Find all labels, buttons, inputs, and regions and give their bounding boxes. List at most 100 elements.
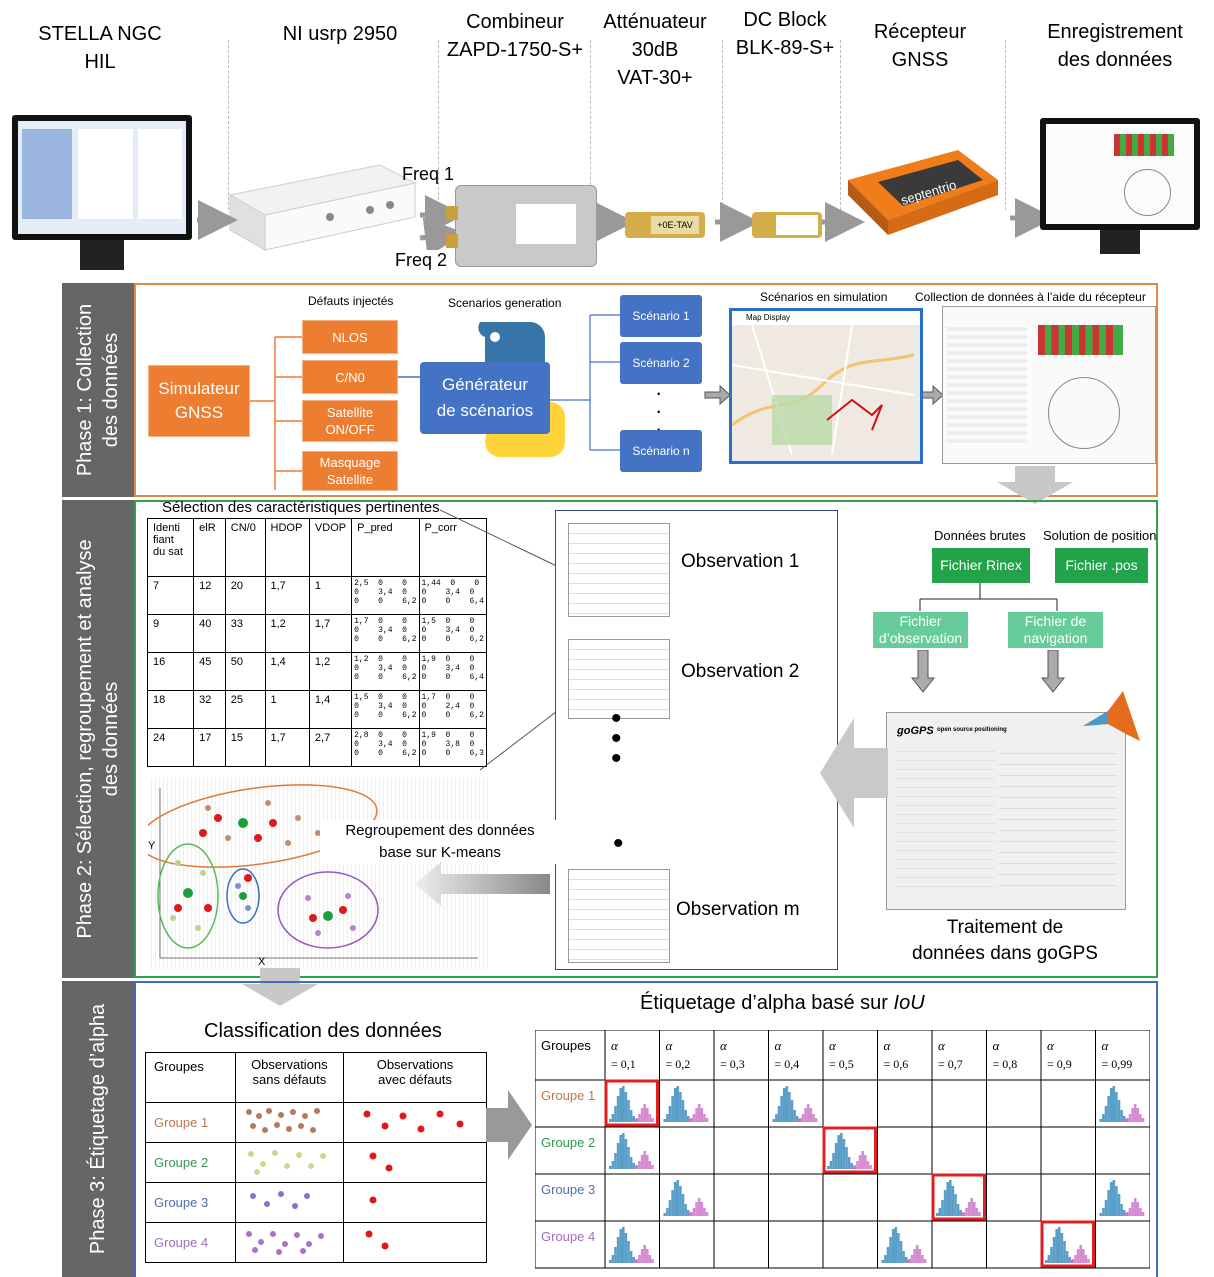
processing-label: Traitement de données dans goGPS xyxy=(890,915,1120,967)
cell-hdop: 1,2 xyxy=(264,614,310,653)
cell-cn0: 25 xyxy=(224,690,266,729)
simulator-line1: Simulateur xyxy=(158,379,240,398)
down-arrow-icon xyxy=(242,968,318,1006)
alpha-symbol: α xyxy=(666,1038,674,1053)
th-hdop: HDOP xyxy=(264,518,310,577)
recording-line2: des données xyxy=(1057,49,1173,71)
rinex-box: Fichier Rinex xyxy=(932,548,1030,583)
map-canvas xyxy=(732,325,914,455)
septentrio-receiver xyxy=(848,150,998,235)
gogps-logo: goGPS xyxy=(897,725,934,737)
group-label: Groupe 4 xyxy=(541,1229,595,1244)
receiver-label: Récepteur GNSS xyxy=(855,18,985,74)
header-arrows xyxy=(197,195,1055,250)
classif-h-groups: Groupes xyxy=(145,1052,236,1103)
scen-gen-title: Scenarios generation xyxy=(448,296,562,310)
matrix-row: 0 2,4 0 xyxy=(421,702,475,711)
kmeans-line2: base sur K-means xyxy=(379,844,501,861)
signal-bars xyxy=(1038,325,1123,355)
phase1-line1: Phase 1: Collection xyxy=(74,303,96,477)
table-row: Groupe 1 xyxy=(145,1102,487,1143)
pos-title: Solution de position xyxy=(1043,528,1157,543)
skyplot xyxy=(1124,169,1171,216)
alpha-value: = 0,8 xyxy=(993,1057,1018,1071)
attenuator-line1: Atténuateur xyxy=(603,11,707,33)
alpha-value: = 0,6 xyxy=(884,1057,909,1071)
attenuator-sticker: +0E-TAV xyxy=(651,216,699,234)
raw-title: Données brutes xyxy=(934,528,1026,543)
processing-line2: données dans goGPS xyxy=(912,943,1098,964)
stella-label: STELLA NGC HIL xyxy=(30,20,170,76)
axis-x-label: X xyxy=(258,956,266,968)
divider xyxy=(722,40,723,210)
stella-line2: HIL xyxy=(84,51,116,73)
table-row: Groupe 2 xyxy=(145,1142,487,1183)
cell-cn0: 20 xyxy=(224,576,266,615)
combiner-line1: Combineur xyxy=(466,11,564,33)
alpha-header-groups: Groupes xyxy=(541,1038,591,1053)
pos-box: Fichier .pos xyxy=(1055,548,1148,583)
recording-label: Enregistrement des données xyxy=(1030,18,1200,74)
defaut-satellite-onoff: Satellite ON/OFF xyxy=(302,400,398,442)
matrix-row: 0 3,4 0 xyxy=(421,626,475,635)
freq2-label: Freq 2 xyxy=(395,250,448,270)
signal-bars xyxy=(1114,134,1174,156)
group-label: Groupe 2 xyxy=(145,1142,236,1183)
monitor-screen xyxy=(18,121,186,234)
obs-mini-table xyxy=(568,869,670,963)
alpha-value: = 0,9 xyxy=(1047,1057,1072,1071)
monitor-stand xyxy=(80,240,124,270)
kmeans-label: Regroupement des données base sur K-mean… xyxy=(320,820,560,864)
defauts-title: Défauts injectés xyxy=(308,294,394,308)
dcblock-line1: DC Block xyxy=(743,9,827,31)
faulty-dots xyxy=(343,1102,487,1143)
monitor-screen xyxy=(1046,124,1194,224)
histogram-icon xyxy=(609,1227,654,1263)
matrix-row: 0 0 6,2 xyxy=(354,711,417,720)
histogram-icon xyxy=(881,1227,927,1263)
screen-panel xyxy=(78,129,133,219)
matrix-row: 0 0 6,3 xyxy=(421,749,484,758)
defaut-cn0: C/N0 xyxy=(302,360,398,394)
phase1-frame xyxy=(134,283,1158,497)
zoom-lines xyxy=(440,509,566,771)
matrix-row: 0 0 6,2 xyxy=(354,673,417,682)
gogps-settings xyxy=(999,743,1117,893)
attenuator-line2: 30dB xyxy=(631,39,679,61)
recording-monitor xyxy=(1040,118,1200,230)
receiver-line2: GNSS xyxy=(891,49,949,71)
map-title-bar: Map Display xyxy=(732,311,920,325)
alpha-value: = 0,4 xyxy=(775,1057,800,1071)
screen-panel xyxy=(22,129,72,219)
defaut-masquage: Masquage Satellite xyxy=(302,451,398,491)
matrix-row: 0 3,4 0 xyxy=(354,664,407,673)
attenuator-device: +0E-TAV xyxy=(625,212,705,238)
highlight-box xyxy=(604,1079,659,1127)
alpha-value: = 0,1 xyxy=(611,1057,636,1071)
alpha-title: Étiquetage d’alpha basé sur IoU xyxy=(640,992,925,1015)
classif-h-clean: Observations sans défauts xyxy=(234,1052,345,1103)
matrix-row: 0 3,4 0 xyxy=(354,588,407,597)
matrix-row: 1,2 0 0 xyxy=(354,655,407,664)
observations-panel: Observation 1 Observation 2 ••• • Observ… xyxy=(555,510,838,970)
observation-2: Observation 2 xyxy=(681,661,800,682)
combiner-line2: ZAPD-1750-S+ xyxy=(446,39,584,61)
cell-hdop: 1 xyxy=(264,690,310,729)
receiver-screenshot xyxy=(942,306,1156,464)
kmeans-line1: Regroupement des données xyxy=(345,822,535,839)
divider xyxy=(840,40,841,210)
phase2-line2: des données xyxy=(100,681,122,797)
obs-mini-table xyxy=(568,523,670,617)
phase3-band: Phase 3: Étiquetage d’alpha xyxy=(62,981,134,1277)
combiner-device xyxy=(446,185,597,267)
defaut-nlos: NLOS xyxy=(302,320,398,354)
nav-file-box: Fichier de navigation xyxy=(1008,612,1103,648)
alpha-symbol: α xyxy=(884,1038,892,1053)
